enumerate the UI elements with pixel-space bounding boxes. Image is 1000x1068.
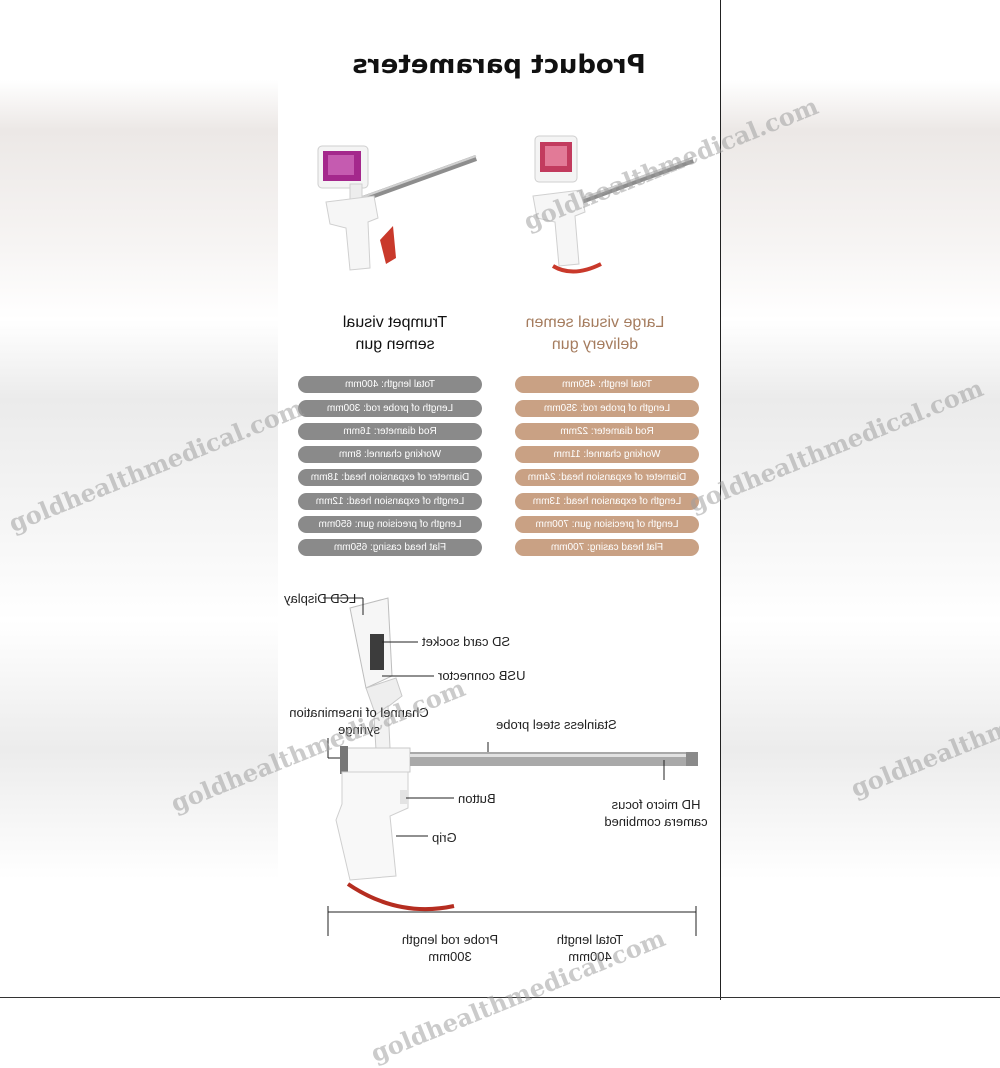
probe-length-line1: Probe rod length bbox=[401, 932, 499, 947]
vertical-divider bbox=[720, 0, 721, 1000]
insemination-channel-line2: syringe bbox=[338, 722, 380, 737]
insemination-channel-line1: Channel of insemination bbox=[289, 705, 429, 720]
large-gun-name: Large visual semen delivery gun bbox=[500, 312, 690, 356]
trumpet-gun-name-line1: Trumpet visual bbox=[342, 314, 448, 331]
large-spec-pill: Total length: 450mm bbox=[515, 376, 699, 393]
large-spec-pill: Length of expansion head: 13mm bbox=[515, 493, 699, 510]
trumpet-spec-pill: Diameter of expansion head: 18mm bbox=[298, 469, 482, 486]
product-panel: Product parameters Trumpet visual semen … bbox=[278, 0, 720, 1000]
stainless-probe-label: Stainless steel probe bbox=[496, 717, 617, 732]
grip-label: Grip bbox=[432, 830, 457, 845]
button-label: Button bbox=[458, 791, 496, 806]
lcd-display-label: LCD Display bbox=[284, 591, 357, 606]
large-spec-pill: Diameter of expansion head: 24mm bbox=[515, 469, 699, 486]
trumpet-spec-pill: Rod diameter: 16mm bbox=[298, 423, 482, 440]
trumpet-spec-pill: Length of probe rod: 300mm bbox=[298, 400, 482, 417]
usb-connector-label: USB connector bbox=[438, 668, 526, 683]
trumpet-gun-name-line2: semen gun bbox=[355, 336, 435, 353]
insemination-channel-label: Channel of insemination syringe bbox=[284, 704, 434, 738]
large-spec-pill: Flat head casing: 700mm bbox=[515, 539, 699, 556]
component-diagram bbox=[323, 597, 698, 936]
large-gun-name-line1: Large visual semen bbox=[525, 314, 665, 331]
trumpet-spec-pill: Flat head casing: 650mm bbox=[298, 539, 482, 556]
large-gun-name-line2: delivery gun bbox=[551, 336, 639, 353]
sd-card-socket-label: SD card socket bbox=[422, 634, 511, 649]
camera-label: HD micro focus camera combined bbox=[592, 796, 720, 830]
left-background-strip bbox=[0, 0, 278, 1000]
trumpet-spec-pill: Length of precision gun: 650mm bbox=[298, 516, 482, 533]
large-spec-pill: Rod diameter: 22mm bbox=[515, 423, 699, 440]
camera-label-line2: camera combined bbox=[604, 814, 708, 829]
trumpet-gun-photo bbox=[317, 145, 478, 271]
trumpet-spec-pill: Length of expansion head: 12mm bbox=[298, 493, 482, 510]
camera-label-line1: HD micro focus bbox=[611, 797, 701, 812]
probe-length-label: Probe rod length 300mm bbox=[390, 931, 510, 965]
large-spec-pill: Working channel: 11mm bbox=[515, 446, 699, 463]
trumpet-spec-pill: Total length: 400mm bbox=[298, 376, 482, 393]
large-gun-photo bbox=[532, 135, 695, 274]
large-spec-pill: Length of precision gun: 700mm bbox=[515, 516, 699, 533]
large-spec-pill: Length of probe rod: 350mm bbox=[515, 400, 699, 417]
total-length-line2: 400mm bbox=[568, 949, 612, 964]
right-background-strip bbox=[721, 0, 1000, 1000]
probe-length-line2: 300mm bbox=[428, 949, 472, 964]
trumpet-spec-pill: Working channel: 8mm bbox=[298, 446, 482, 463]
total-length-label: Total length 400mm bbox=[540, 931, 640, 965]
total-length-line1: Total length bbox=[556, 932, 624, 947]
trumpet-gun-name: Trumpet visual semen gun bbox=[330, 312, 460, 356]
page-title: Product parameters bbox=[352, 50, 646, 80]
bottom-border-line bbox=[0, 997, 1000, 998]
